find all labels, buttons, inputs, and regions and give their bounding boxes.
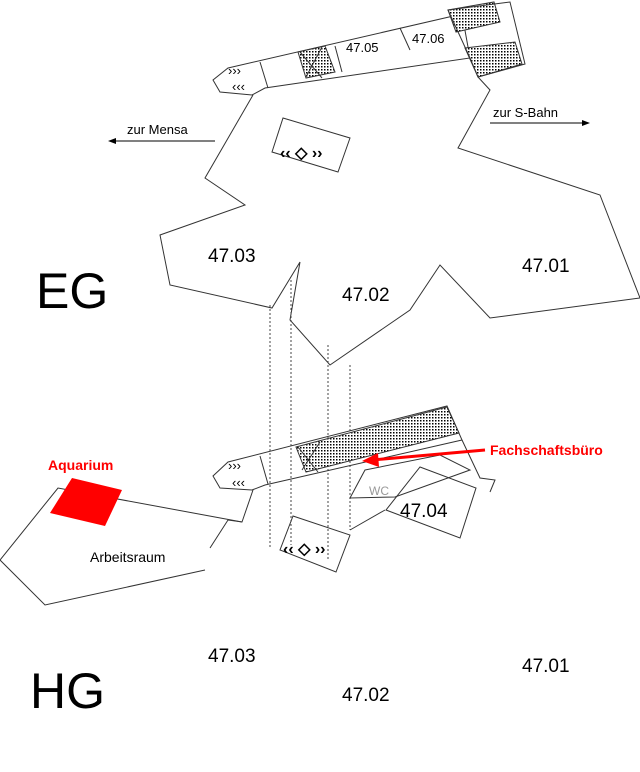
arbeitsraum-label: Arbeitsraum (90, 549, 165, 565)
room-47-01-hg: 47.01 (522, 656, 570, 677)
direction-s-bahn: zur S-Bahn (493, 105, 558, 120)
eg-staircase (271, 117, 351, 173)
staircase-arrows-icon: ‹‹ ◇ ›› (283, 541, 326, 558)
fachschaftsbuero-label: Fachschaftsbüro (490, 442, 603, 458)
aquarium-label: Aquarium (48, 457, 113, 473)
eg-stair-hatch-right (447, 1, 501, 33)
eg-corridor (212, 13, 471, 96)
hg-staircase (279, 515, 351, 573)
arbeitsraum-outline (0, 487, 243, 606)
room-47-03-hg: 47.03 (208, 646, 256, 667)
eg-block-right (447, 1, 526, 78)
room-47-04: 47.04 (400, 501, 448, 522)
floor-eg: ››› ‹‹‹ 47.05 47.06 ‹‹ ◇ ›› 47.03 47.02 … (36, 1, 640, 366)
room-47-04-box (385, 466, 477, 539)
floor-connectors (269, 280, 351, 560)
room-47-03-eg: 47.03 (208, 246, 256, 267)
eg-stair-hatch (297, 45, 336, 79)
fachschaftsbuero-area (295, 406, 460, 473)
eg-outline (159, 76, 640, 366)
hg-outline (209, 489, 254, 549)
room-47-06: 47.06 (412, 31, 445, 46)
staircase-arrows-icon: ‹‹ ◇ ›› (280, 145, 323, 162)
stairs-arrows-icon: ‹‹‹ (232, 79, 245, 94)
wc (349, 454, 472, 499)
room-47-02-eg: 47.02 (342, 285, 390, 306)
elevator-icon (297, 441, 321, 473)
stairs-arrows-icon: ››› (228, 63, 241, 78)
room-47-01-eg: 47.01 (522, 256, 570, 277)
floor-hg: ››› ‹‹‹ WC 47.04 ‹‹ ◇ ›› Aquarium Arbeit… (0, 405, 603, 719)
stairs-arrows-icon: ‹‹‹ (232, 475, 245, 490)
floor-label-hg: HG (30, 663, 105, 719)
room-47-02-hg: 47.02 (342, 685, 390, 706)
stairs-arrows-icon: ››› (228, 458, 241, 473)
red-arrow-icon (371, 448, 486, 462)
floor-label-eg: EG (36, 263, 108, 319)
elevator-icon (299, 46, 323, 79)
aquarium-room[interactable] (50, 478, 122, 526)
room-47-05: 47.05 (346, 40, 379, 55)
wc-label: WC (369, 484, 389, 498)
direction-mensa: zur Mensa (127, 122, 188, 137)
